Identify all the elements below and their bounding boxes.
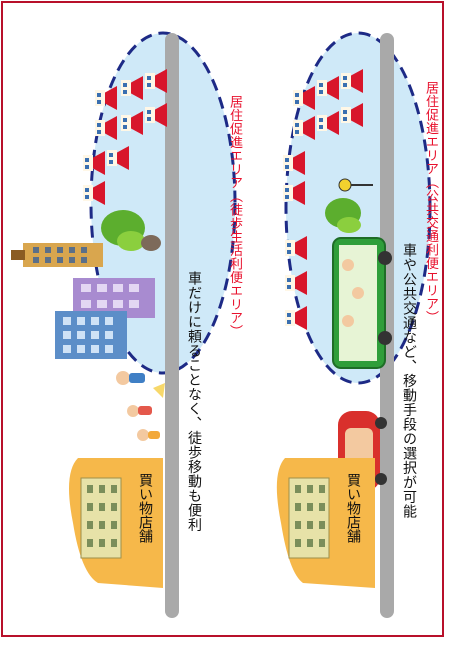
apartment-building-icon [11, 243, 103, 267]
apartment-building-icon [55, 311, 127, 359]
bus-stop-icon [338, 178, 373, 192]
road-transit [380, 33, 394, 618]
tree-icon [101, 210, 161, 251]
area-label-walking: 居住促進エリア（徒歩生活利便エリア） [227, 95, 242, 338]
pedestrian-family-icon [116, 371, 165, 441]
shop-walking [69, 458, 163, 588]
house-icon [285, 306, 307, 330]
shop-building-icon [288, 477, 330, 559]
road-walking [165, 33, 179, 618]
shop-label-transit: 買い物店舗 [345, 473, 361, 543]
shop-label-walking: 買い物店舗 [137, 473, 153, 543]
area-label-transit: 居住促進エリア（公共交通利便エリア） [423, 81, 438, 324]
shop-building-icon [80, 477, 122, 559]
caption-transit: 車や公共交通など、移動手段の選択が可能 [401, 243, 417, 519]
panel-walking [11, 31, 237, 618]
bus-icon [332, 237, 392, 369]
panel-transit [276, 31, 432, 618]
diagram-frame: 車だけに頼ることなく、徒歩移動も便利 居住促進エリア（徒歩生活利便エリア） 買い… [1, 1, 444, 637]
tree-icon [325, 198, 361, 233]
shop-transit [276, 458, 375, 588]
caption-walking: 車だけに頼ることなく、徒歩移動も便利 [186, 271, 202, 532]
diagram-canvas [11, 31, 432, 618]
